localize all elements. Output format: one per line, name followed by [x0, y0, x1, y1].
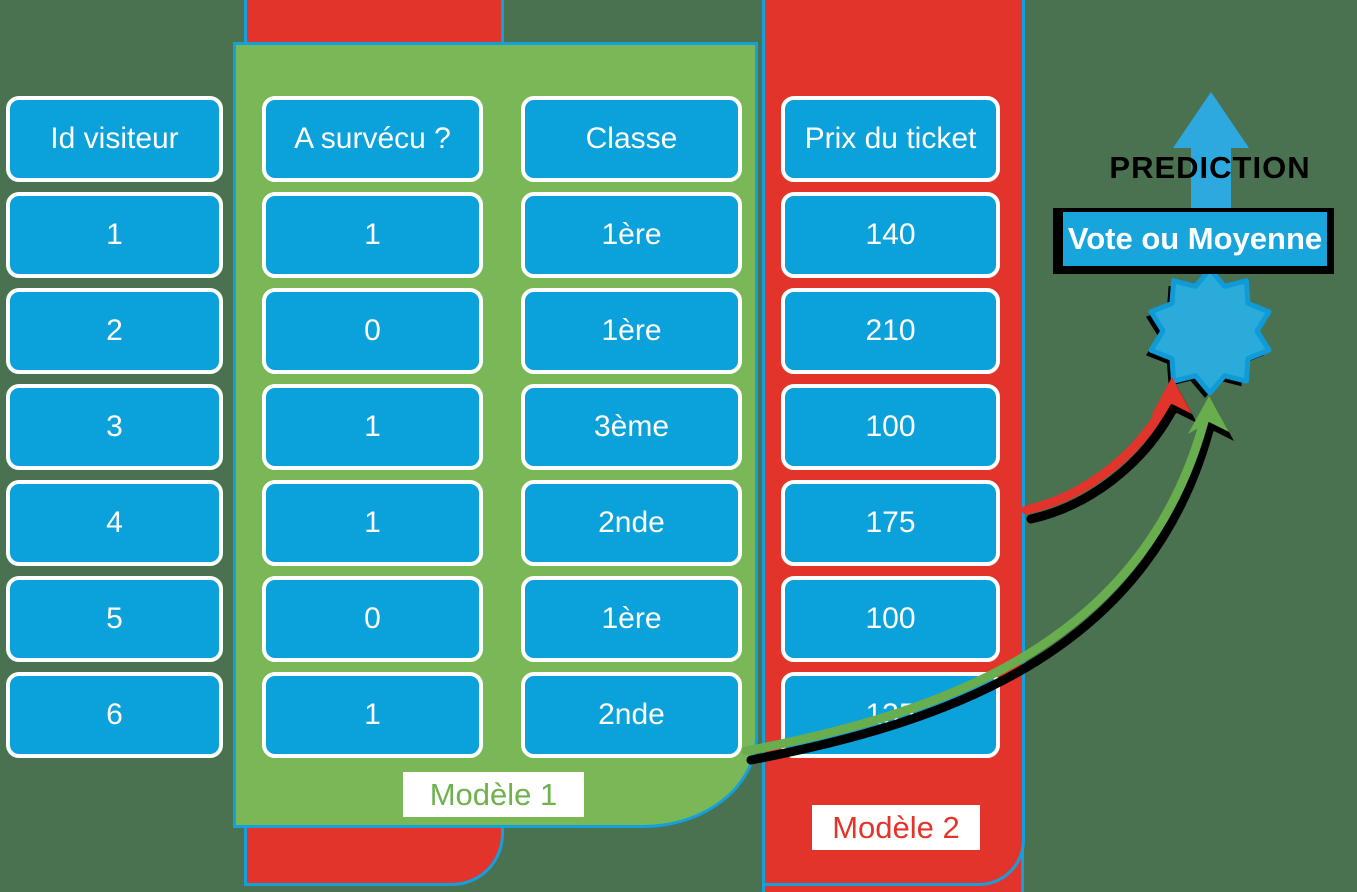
table-cell-classe-row4: 2nde: [521, 480, 742, 566]
table-cell-id_visiteur-row5: 5: [6, 576, 223, 662]
column-prix-ticket: Prix du ticket 140 210 100 175 100 135: [781, 96, 1000, 758]
column-classe: Classe 1ère 1ère 3ème 2nde 1ère 2nde: [521, 96, 742, 758]
prediction-label: PREDICTION: [1109, 150, 1311, 185]
table-cell-a_survecu-row2: 0: [262, 288, 483, 374]
column-a-survecu: A survécu ? 1 0 1 1 0 1: [262, 96, 483, 758]
table-cell-id_visiteur-row4: 4: [6, 480, 223, 566]
table-cell-classe-row1: 1ère: [521, 192, 742, 278]
table-cell-a_survecu-row6: 1: [262, 672, 483, 758]
model2-label: Modèle 2: [812, 805, 980, 850]
column-id-visiteur: Id visiteur 1 2 3 4 5 6: [6, 96, 223, 758]
column-header-id_visiteur: Id visiteur: [6, 96, 223, 182]
table-cell-prix_ticket-row3: 100: [781, 384, 1000, 470]
table-cell-prix_ticket-row2: 210: [781, 288, 1000, 374]
column-header-prix_ticket: Prix du ticket: [781, 96, 1000, 182]
table-cell-classe-row6: 2nde: [521, 672, 742, 758]
star-shape: [1148, 266, 1272, 396]
table-cell-prix_ticket-row1: 140: [781, 192, 1000, 278]
table-cell-id_visiteur-row3: 3: [6, 384, 223, 470]
vote-box: Vote ou Moyenne: [1063, 212, 1327, 266]
table-cell-prix_ticket-row4: 175: [781, 480, 1000, 566]
table-cell-a_survecu-row1: 1: [262, 192, 483, 278]
table-cell-id_visiteur-row1: 1: [6, 192, 223, 278]
column-header-a_survecu: A survécu ?: [262, 96, 483, 182]
model1-label: Modèle 1: [403, 772, 584, 817]
table-cell-id_visiteur-row6: 6: [6, 672, 223, 758]
table-cell-classe-row5: 1ère: [521, 576, 742, 662]
table-cell-a_survecu-row5: 0: [262, 576, 483, 662]
star-shadow: [1146, 274, 1264, 398]
table-cell-prix_ticket-row6: 135: [781, 672, 1000, 758]
table-cell-prix_ticket-row5: 100: [781, 576, 1000, 662]
table-cell-id_visiteur-row2: 2: [6, 288, 223, 374]
column-header-classe: Classe: [521, 96, 742, 182]
table-cell-a_survecu-row3: 1: [262, 384, 483, 470]
table-cell-a_survecu-row4: 1: [262, 480, 483, 566]
red-curved-arrow: [1021, 377, 1192, 515]
table-cell-classe-row3: 3ème: [521, 384, 742, 470]
table-cell-classe-row2: 1ère: [521, 288, 742, 374]
